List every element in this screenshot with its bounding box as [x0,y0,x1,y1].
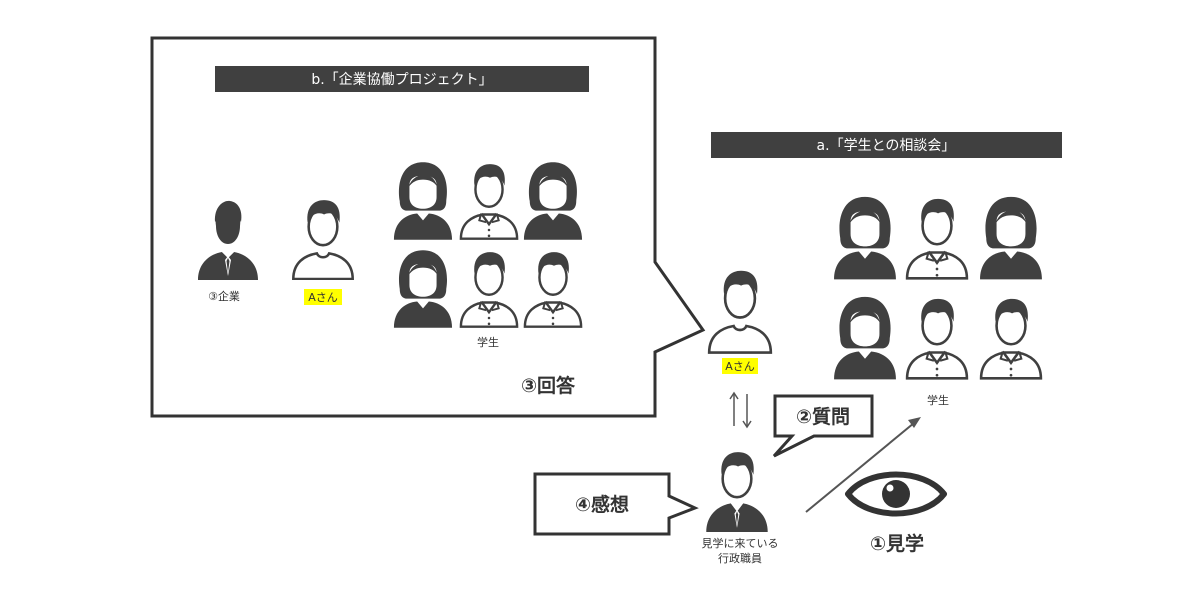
a-san-label-right: Aさん [725,360,755,373]
project-title-banner: b.「企業協働プロジェクト」 [215,66,589,92]
panel-students-label: 学生 [477,335,499,349]
question-speech-box [772,394,874,458]
eye-icon [845,471,947,517]
a-san-person-icon [707,269,773,354]
a-san-highlight [722,358,758,374]
company-label: ③企業 [208,289,240,303]
impression-label: ④感想 [575,493,629,516]
female-student-icon [834,196,896,280]
official-visitor-icon [704,450,770,532]
observe-label: ①見学 [870,532,924,555]
consultation-students-label: 学生 [927,393,949,407]
arrow-icon [805,417,921,513]
project-title: b.「企業協働プロジェクト」 [311,71,492,88]
male-student-icon [905,197,969,280]
male-student-icon [979,297,1043,380]
male-student-icon [905,297,969,380]
consultation-title-banner: a.「学生との相談会」 [711,132,1062,158]
question-label: ②質問 [796,405,850,428]
consultation-title: a.「学生との相談会」 [817,138,956,154]
female-student-icon [980,196,1042,280]
visitor-label-line2: 行政職員 [718,551,762,565]
a-san-highlight [304,289,342,305]
visitor-label-line1: 見学に来ている [702,536,779,550]
female-student-icon [834,296,896,380]
impression-speech-box [533,472,699,536]
exchange-arrows [729,391,752,429]
answer-label: ③回答 [521,374,576,397]
a-san-label-panel: Aさん [308,291,338,304]
consultation-students-group [834,196,1043,380]
